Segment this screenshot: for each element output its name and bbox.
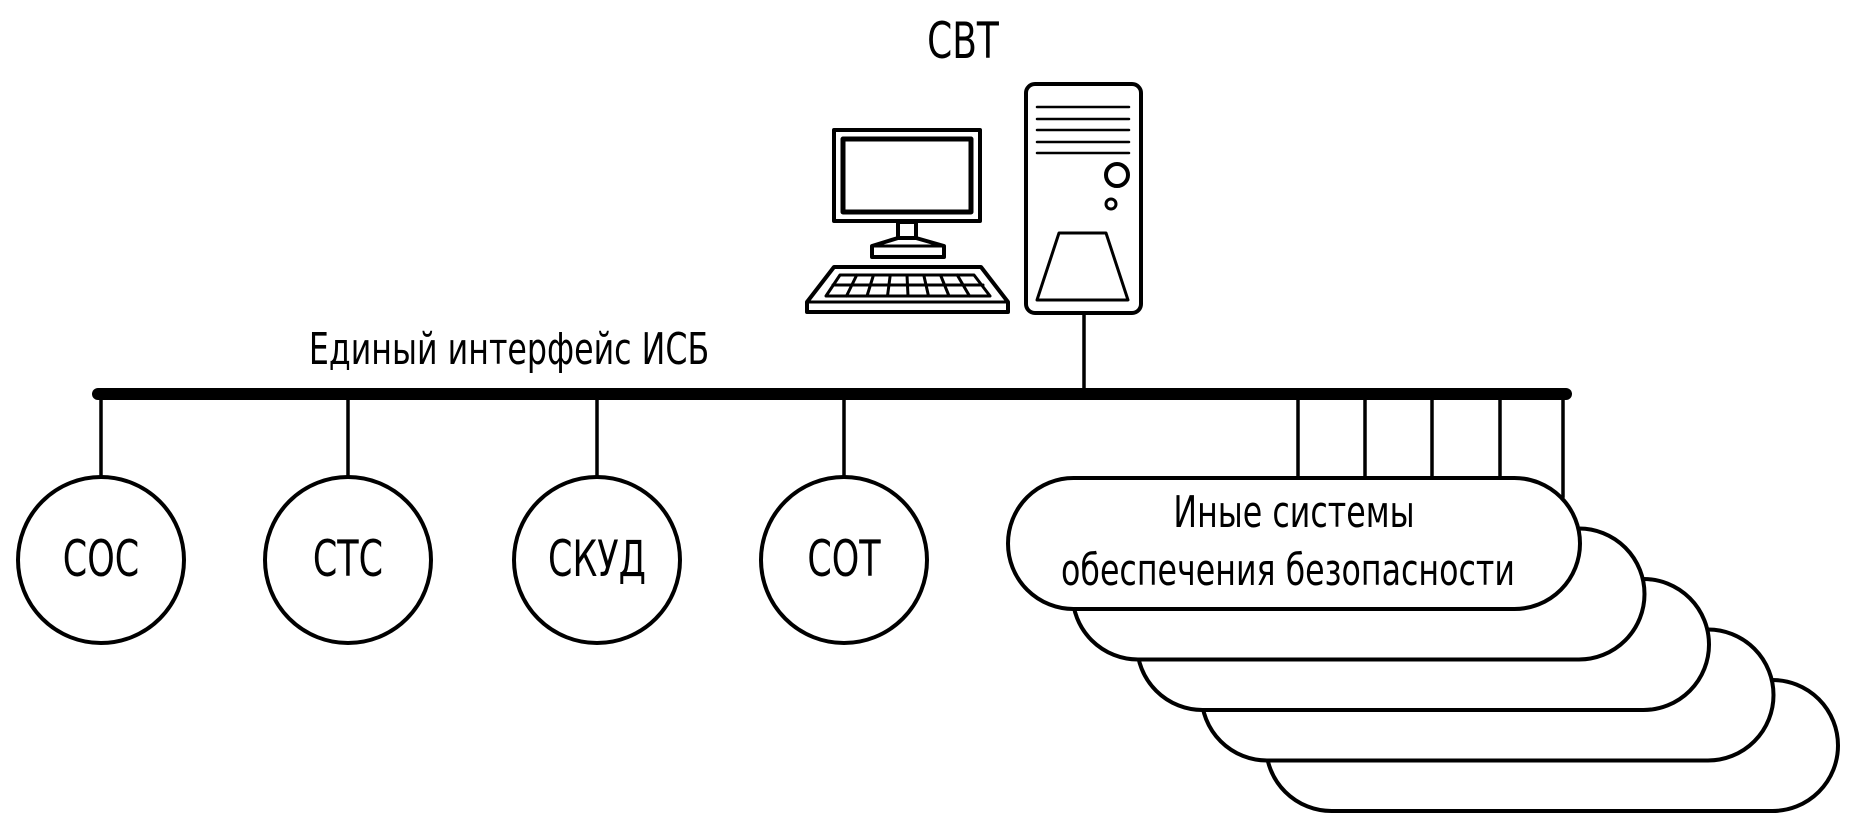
other-systems-line2: обеспечения безопасности xyxy=(1061,545,1515,597)
system-unit-icon xyxy=(1024,82,1143,315)
key-divider xyxy=(886,273,892,298)
key-divider xyxy=(845,273,859,298)
subsystem-circle xyxy=(263,475,433,645)
subsystem-label: СКУД xyxy=(548,531,646,589)
other-systems-group: Иные системы обеспечения безопасности xyxy=(1006,392,1840,813)
subsystem-node: СОТ xyxy=(759,392,929,645)
key-divider xyxy=(865,273,875,298)
other-systems-front-box xyxy=(1006,476,1582,611)
other-systems-line1: Иные системы xyxy=(1173,487,1414,539)
subsystem-label: СОТ xyxy=(807,531,881,589)
subsystem-label: СТС xyxy=(313,531,383,589)
subsystem-circle xyxy=(16,475,186,645)
subsystem-label: СОС xyxy=(63,531,139,589)
key-divider xyxy=(955,273,971,298)
subsystem-node: СТС xyxy=(263,392,433,645)
monitor-icon xyxy=(832,128,982,259)
subsystem-circle xyxy=(512,475,682,645)
key-divider xyxy=(905,273,910,298)
key-divider xyxy=(939,273,951,298)
subsystem-node: СКУД xyxy=(512,392,682,645)
keyboard-icon xyxy=(805,265,1010,314)
workstation-title: СВТ xyxy=(927,13,999,70)
key-divider xyxy=(922,273,930,298)
subsystem-group: СОС СТС СКУД СОТ xyxy=(16,392,929,645)
subsystem-circle xyxy=(759,475,929,645)
bus-label: Единый интерфейс ИСБ xyxy=(309,324,709,376)
subsystem-node: СОС xyxy=(16,392,186,645)
